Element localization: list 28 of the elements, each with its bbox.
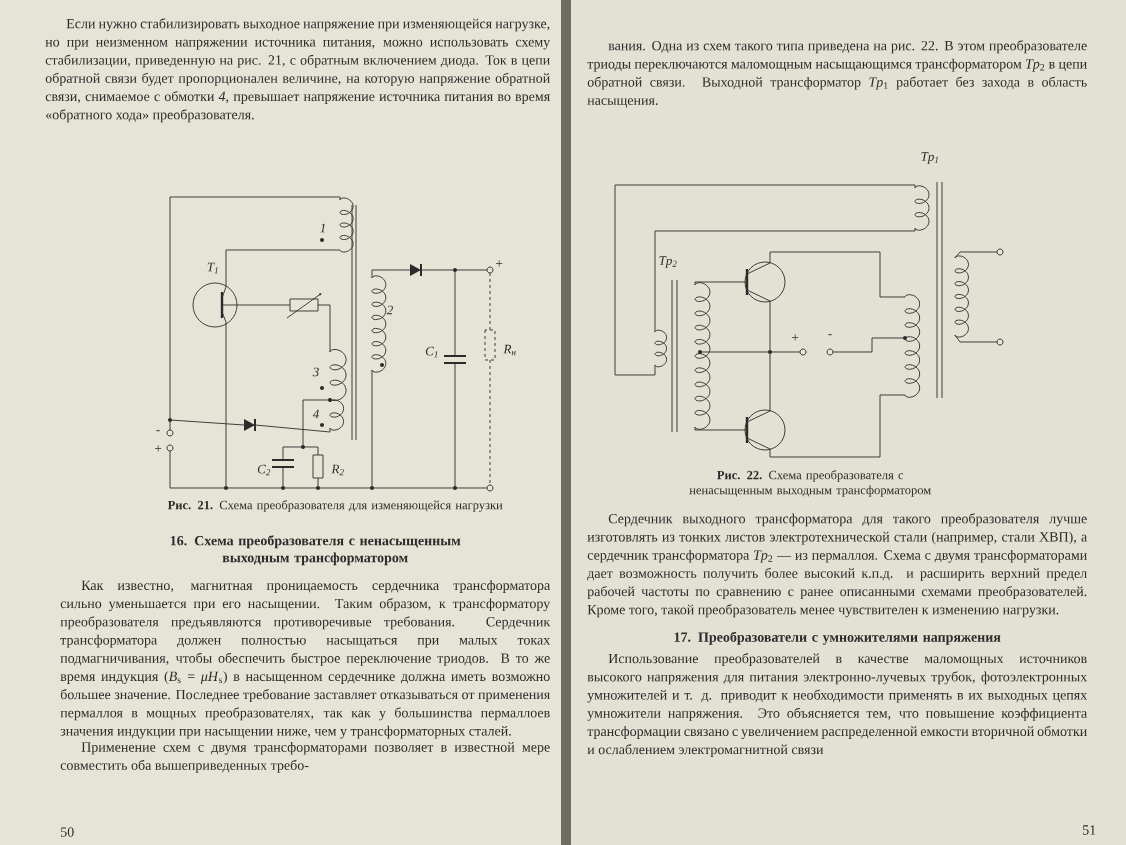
component-label: - [828, 334, 832, 336]
page-number: 50 [61, 827, 74, 837]
paragraph: Использование преобразователей в качестве маломощных источников высокого напряжения для питания электронно-лучевых трубок, фотоэлектронных умножителей и т. д. приводит к необходимости применять в их выходных цепях умножители напряжения. Это объясняется тем, что повышение коэффициента трансформации связано с увеличением распределенной емкости вторичной обмотки и ослаблением электромагнитной связи [587, 653, 1088, 758]
component-label: - [156, 430, 160, 432]
paragraph: Применение схем с двумя трансформаторами позволяет в известной мере совместить оба вышеприведенных требо- [60, 741, 550, 773]
component-label: R$_{2}$ [331, 464, 344, 476]
paragraph: вания. Одна из схем такого типа приведена на рис. 22. В этом преобразователе триоды переключаются маломощным насыщающимся трансформатором Tp$_{2}$ в цепи обратной связи. Выходной трансформатор Tp$_{1}$ работает без захода в область насыщения. [587, 40, 1087, 108]
component-label: + [155, 445, 162, 452]
component-label: 2 [386, 305, 393, 315]
component-label: + [792, 334, 799, 341]
component-label: C$_{2}$ [257, 464, 271, 476]
component-label: T$_{1}$ [207, 262, 218, 274]
paragraph: Как известно, магнитная проницаемость сердечника трансформатора сильно уменьшается при его насыщении. Таким образом, к трансформатору преобразователя предъявляются противоречивые требования. Сердечник трансформатора должен полностью насыщаться при малых токах подмагничивания, чтобы обеспечить быстрое переключение триодов. В то же время индукция (B$_{s}$ = μH$_{s}$) в насыщенном сердечнике должна иметь возможно большее значение. Последнее требование заставляет отказываться от применения пермаллоя в мощных преобразователях, так как у большинства пермаллоев значения индукции при насыщении ниже, чем у трансформаторных сталей. [60, 580, 551, 739]
component-label: Tp$_{1}$ [921, 152, 938, 164]
component-label: 3 [312, 367, 319, 377]
component-label: R$_{н}$ [503, 344, 516, 356]
component-label: + [496, 260, 503, 267]
section-heading: 16. Схема преобразователя с ненасыщенным выходным трансформатором [170, 535, 461, 566]
paragraph: Если нужно стабилизировать выходное напряжение при изменяющейся нагрузке, но при неизменном напряжении источника питания, можно использовать схему стабилизации, приведенную на рис. 21, с обратным включением диода. Ток в цепи обратной связи будет пропорционален величине, на которую напряжение обратной связи, снимаемое с обмотки 4, превышает напряжение источника питания во время «обратного хода» преобразователя. [45, 18, 551, 123]
component-label: 1 [320, 223, 325, 233]
component-label: C$_{1}$ [425, 346, 438, 358]
component-label: 4 [312, 409, 319, 419]
page-number: 51 [1083, 825, 1096, 835]
component-label: Tp$_{2}$ [659, 256, 677, 268]
figure-caption: Рис. 22. Схема преобразователя с ненасыщенным выходным трансформатором [689, 470, 931, 497]
section-heading: 17. Преобразователи с умножителями напряжения [674, 631, 1001, 645]
paragraph: Сердечник выходного трансформатора для такого преобразователя лучше изготовлять из тонких листов электротехнической стали (например, стали ХВП), а сердечник трансформатора Tp$_{2}$ — из пермаллоя. Схема с двумя трансформаторами дает возможность получить более высокий к.п.д. и расширить верхний предел рабочей частоты по сравнению с ранее описанными схемами преобразователей. Кроме того, такой преобразователь менее чувствителен к изменению нагрузки. [587, 513, 1087, 618]
figure-caption: Рис. 21. Схема преобразователя для изменяющейся нагрузки [167, 500, 503, 512]
